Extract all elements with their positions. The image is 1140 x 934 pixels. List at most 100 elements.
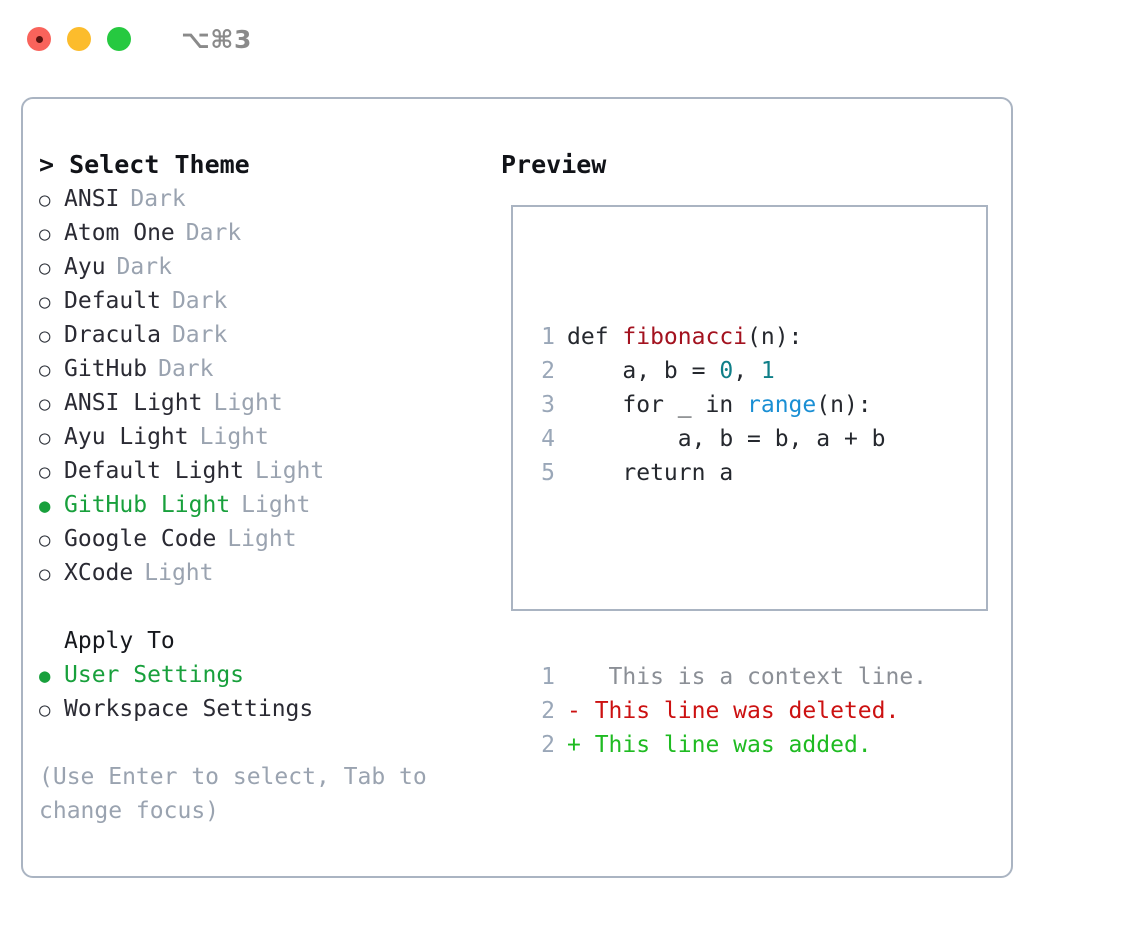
code-token-plain: for _ in xyxy=(567,392,748,418)
keyboard-hint-text: (Use Enter to select, Tab to change focu… xyxy=(39,764,441,824)
section-spacer xyxy=(39,590,489,624)
code-token-plain: a, b = b, a + b xyxy=(567,426,886,452)
apply-to-option-workspace-settings[interactable]: ○ Workspace Settings xyxy=(39,692,489,726)
theme-variant-tag: Light xyxy=(241,492,311,518)
line-number: 1 xyxy=(541,324,555,350)
apply-to-option-label: User Settings xyxy=(64,662,245,688)
close-window-button[interactable] xyxy=(27,27,51,51)
code-line: 1 def fibonacci(n): xyxy=(525,320,927,354)
theme-option-label: Default xyxy=(64,288,161,314)
diff-line-ctx: 1 This is a context line. xyxy=(525,660,927,694)
line-number: 3 xyxy=(541,392,555,418)
radio-unselected-icon: ○ xyxy=(39,461,51,483)
theme-variant-tag: Light xyxy=(144,560,214,586)
theme-variant-tag: Dark xyxy=(185,220,242,246)
radio-selected-icon: ● xyxy=(39,665,51,687)
window-controls xyxy=(27,27,131,51)
radio-unselected-icon: ○ xyxy=(39,223,51,245)
title-bar: ⌥⌘3 xyxy=(0,0,1140,78)
code-line: 3 for _ in range(n): xyxy=(525,388,927,422)
diff-line-text: This is a context line. xyxy=(567,664,928,690)
apply-to-option-list[interactable]: ● User Settings ○ Workspace Settings xyxy=(39,658,489,726)
code-token-plain: , xyxy=(733,358,761,384)
code-token-num: 0 xyxy=(719,358,734,384)
diff-line-add: 2 + This line was added. xyxy=(525,728,927,762)
theme-option-label: XCode xyxy=(64,560,134,586)
radio-unselected-icon: ○ xyxy=(39,529,51,551)
select-theme-heading: > Select Theme xyxy=(39,150,250,179)
diff-line-text: - This line was deleted. xyxy=(567,698,900,724)
theme-option-default[interactable]: ○ Default Dark xyxy=(39,284,489,318)
code-token-call: range xyxy=(747,392,817,418)
apply-to-heading: Apply To xyxy=(64,628,175,654)
theme-option-label: GitHub xyxy=(64,356,148,382)
code-token-fn: fibonacci xyxy=(622,324,748,350)
radio-unselected-icon: ○ xyxy=(39,291,51,313)
code-token-num: 1 xyxy=(760,358,775,384)
code-line-text: return a xyxy=(567,456,733,490)
theme-option-ayu[interactable]: ○ Ayu Dark xyxy=(39,250,489,284)
radio-unselected-icon: ○ xyxy=(39,189,51,211)
code-line-text: a, b = 0, 1 xyxy=(567,354,775,388)
theme-option-label: Atom One xyxy=(64,220,175,246)
theme-option-label: Ayu xyxy=(64,254,106,280)
diff-line-number: 2 xyxy=(541,698,555,724)
theme-variant-tag: Light xyxy=(255,458,325,484)
minimize-window-button[interactable] xyxy=(67,27,91,51)
radio-unselected-icon: ○ xyxy=(39,325,51,347)
apply-to-option-label: Workspace Settings xyxy=(64,696,314,722)
theme-option-label: Dracula xyxy=(64,322,161,348)
theme-option-ansi[interactable]: ○ ANSI Dark xyxy=(39,182,489,216)
code-token-plain: return a xyxy=(567,460,734,486)
code-line-text: def fibonacci(n): xyxy=(567,320,802,354)
diff-line-number: 2 xyxy=(541,732,555,758)
theme-variant-tag: Dark xyxy=(171,288,228,314)
theme-option-xcode[interactable]: ○ XCode Light xyxy=(39,556,489,590)
theme-variant-tag: Dark xyxy=(116,254,172,280)
code-line-text: for _ in range(n): xyxy=(567,388,872,422)
code-diff-spacer xyxy=(525,558,927,592)
keyboard-shortcut-label: ⌥⌘3 xyxy=(181,24,252,54)
theme-option-label: Default Light xyxy=(64,458,245,484)
radio-unselected-icon: ○ xyxy=(39,563,51,585)
theme-option-label: Ayu Light xyxy=(64,424,189,450)
maximize-window-button[interactable] xyxy=(107,27,131,51)
diff-line-number: 1 xyxy=(541,664,555,690)
theme-variant-tag: Light xyxy=(213,390,283,416)
code-token-plain: (n): xyxy=(816,392,872,418)
code-line-text: a, b = b, a + b xyxy=(567,422,886,456)
theme-variant-tag: Dark xyxy=(171,322,228,348)
code-line: 5 return a xyxy=(525,456,927,490)
theme-option-default-light[interactable]: ○ Default Light Light xyxy=(39,454,489,488)
code-token-plain: (n): xyxy=(747,324,803,350)
preview-heading: Preview xyxy=(501,150,607,179)
theme-option-label: ANSI Light xyxy=(64,390,203,416)
theme-option-dracula[interactable]: ○ Dracula Dark xyxy=(39,318,489,352)
theme-variant-tag: Dark xyxy=(130,186,186,212)
diff-line-text: + This line was added. xyxy=(567,732,872,758)
radio-unselected-icon: ○ xyxy=(39,257,51,279)
theme-option-atom-one[interactable]: ○ Atom One Dark xyxy=(39,216,489,250)
theme-option-label: ANSI xyxy=(64,186,120,212)
theme-option-label: GitHub Light xyxy=(64,492,231,518)
theme-option-label: Google Code xyxy=(64,526,217,552)
radio-unselected-icon: ○ xyxy=(39,699,51,721)
diff-sample: 1 This is a context line. 2 - This line wa… xyxy=(525,660,927,762)
code-line: 4 a, b = b, a + b xyxy=(525,422,927,456)
theme-variant-tag: Light xyxy=(199,424,269,450)
apply-to-option-user-settings[interactable]: ● User Settings xyxy=(39,658,489,692)
radio-unselected-icon: ○ xyxy=(39,359,51,381)
